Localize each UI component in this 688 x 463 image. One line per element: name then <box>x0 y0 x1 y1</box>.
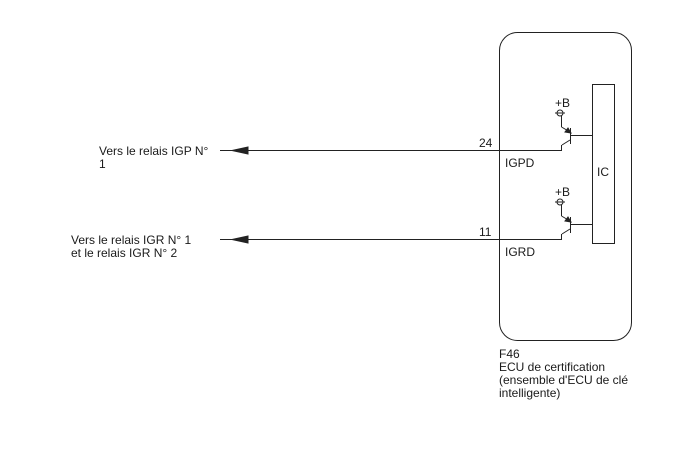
pin-number-24: 24 <box>479 136 493 150</box>
igp-destination-label: Vers le relais IGP N° <box>99 144 209 158</box>
igp-destination-label-2: 1 <box>99 157 106 171</box>
ic-block <box>592 84 615 244</box>
ecu-box <box>499 32 632 341</box>
supply-label-bottom: +B <box>555 185 571 199</box>
pin-number-11: 11 <box>479 225 492 239</box>
supply-label-top: +B <box>555 96 571 110</box>
transistor-top <box>555 109 592 150</box>
pin-name-igrd: IGRD <box>505 245 535 259</box>
igr-destination-label: Vers le relais IGR N° 1 <box>71 233 192 247</box>
component-name-3: intelligente) <box>499 386 561 400</box>
component-code: F46 <box>499 347 520 361</box>
pin-name-igpd: IGPD <box>505 156 535 170</box>
transistor-bottom <box>555 198 592 239</box>
component-name-2: (ensemble d'ECU de clé <box>499 373 629 387</box>
wire-igpd <box>220 146 562 155</box>
igr-destination-label-2: et le relais IGR N° 2 <box>71 246 178 260</box>
ic-label: IC <box>597 165 609 179</box>
wire-igrd <box>220 235 562 244</box>
component-name-1: ECU de certification <box>499 360 606 374</box>
